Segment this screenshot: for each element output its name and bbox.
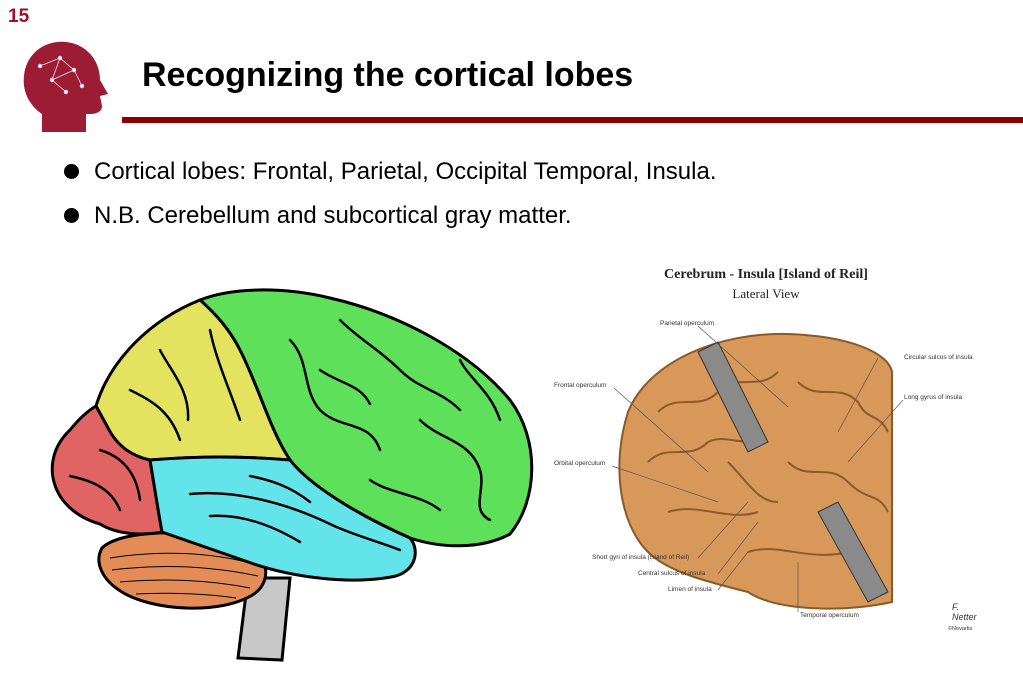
occipital-lobe — [50, 403, 164, 536]
label-frontal-operculum: Frontal operculum — [554, 382, 607, 389]
label-temporal-operculum: Temporal operculum — [800, 612, 859, 619]
temporal-lobe — [148, 455, 417, 582]
figure-subtitle: Lateral View — [732, 286, 800, 301]
label-limen: Limen of insula — [668, 586, 712, 593]
insula-figure: Cerebrum - Insula [Island of Reil] Later… — [548, 262, 984, 640]
brainstem — [236, 576, 292, 662]
cortical-lobes-diagram — [50, 288, 534, 662]
bullet-list: Cortical lobes: Frontal, Parietal, Occip… — [62, 150, 717, 238]
label-orbital-operculum: Orbital operculum — [554, 460, 606, 467]
label-circular-sulcus: Circular sulcus of insula — [904, 354, 973, 361]
bullet-item: Cortical lobes: Frontal, Parietal, Occip… — [62, 150, 717, 194]
slide-title: Recognizing the cortical lobes — [142, 56, 634, 94]
title-divider — [122, 117, 1023, 123]
label-long-gyrus: Long gyrus of insula — [904, 394, 963, 401]
bullet-text: Cortical lobes: Frontal, Parietal, Occip… — [94, 158, 717, 185]
copyright-text: ©Novartis — [948, 626, 973, 632]
artist-signature: F. Netter — [952, 602, 977, 622]
figure-title: Cerebrum - Insula [Island of Reil] — [664, 267, 868, 282]
bullet-text: N.B. Cerebellum and subcortical gray mat… — [94, 202, 572, 229]
bullet-icon — [64, 164, 79, 179]
label-central-sulcus: Central sulcus of insula — [638, 570, 706, 577]
bullet-icon — [64, 208, 79, 223]
label-short-gyri: Short gyri of insula (island of Reil) — [592, 554, 690, 561]
label-parietal-operculum: Parietal operculum — [660, 320, 715, 327]
insula-illustration — [611, 325, 904, 612]
head-logo — [23, 41, 109, 132]
slide-number: 15 — [8, 6, 30, 27]
bullet-item: N.B. Cerebellum and subcortical gray mat… — [62, 194, 717, 238]
